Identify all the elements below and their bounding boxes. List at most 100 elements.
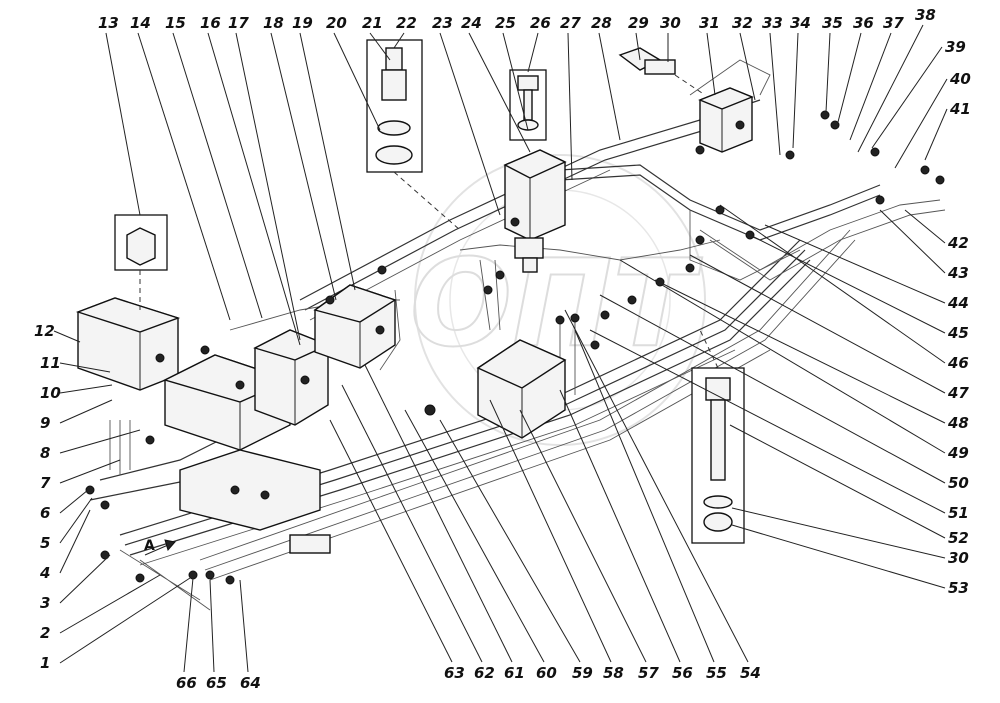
leader-line-17: [235, 32, 301, 341]
callout-26: 26: [530, 14, 551, 32]
leader-line-44: [764, 224, 946, 304]
callout-36: 36: [853, 14, 874, 32]
leader-line-24: [468, 32, 531, 153]
leader-line-59: [439, 419, 581, 663]
callout-30: 30: [948, 549, 969, 567]
callout-53: 53: [948, 579, 969, 597]
leader-line-36: [837, 32, 862, 123]
leader-lines: [53, 24, 948, 673]
callout-51: 51: [948, 504, 969, 522]
callout-66: 66: [176, 674, 197, 692]
callout-40: 40: [949, 70, 971, 88]
callout-38: 38: [915, 6, 936, 24]
component-blocks: [75, 87, 754, 554]
leader-line-31: [706, 32, 716, 96]
leader-line-32: [739, 32, 756, 101]
leader-line-12: [53, 330, 81, 343]
leader-line-28: [598, 32, 621, 141]
callout-8: 8: [40, 444, 50, 462]
leader-line-37: [849, 32, 892, 141]
callout-12: 12: [34, 322, 55, 340]
detail-insets: [114, 39, 745, 544]
callout-5: 5: [40, 534, 50, 552]
callout-4: 4: [39, 564, 50, 582]
leader-line-60: [404, 409, 545, 663]
callout-6: 6: [40, 504, 50, 522]
leader-line-11: [59, 362, 111, 373]
callout-41: 41: [949, 100, 971, 118]
callout-45: 45: [947, 324, 969, 342]
leader-line-3: [59, 554, 111, 604]
leader-line-38: [857, 24, 924, 153]
callout-58: 58: [603, 664, 624, 682]
leader-line-35: [825, 32, 831, 113]
leader-line-66: [183, 577, 194, 673]
leader-line-50: [599, 294, 946, 484]
leader-line-34: [792, 32, 799, 149]
leader-line-47: [689, 254, 946, 394]
leader-line-20: [333, 32, 381, 131]
leader-line-14: [137, 32, 231, 321]
leader-line-25: [502, 32, 529, 131]
callout-32: 32: [732, 14, 753, 32]
leader-line-27: [567, 32, 573, 181]
callout-37: 37: [883, 14, 904, 32]
leader-line-49: [619, 259, 946, 454]
callout-48: 48: [947, 414, 969, 432]
leader-line-61: [364, 364, 513, 663]
leader-line-54: [564, 309, 749, 663]
leader-line-39: [871, 46, 943, 149]
leader-line-41: [924, 108, 948, 161]
leader-line-46: [719, 204, 946, 364]
leader-line-1: [59, 577, 191, 664]
callout-61: 61: [504, 664, 525, 682]
callout-11: 11: [40, 354, 61, 372]
view-arrow-a: A: [144, 538, 176, 556]
leader-line-15: [172, 32, 263, 319]
callout-22: 22: [396, 14, 417, 32]
callout-42: 42: [947, 234, 969, 252]
callout-46: 46: [947, 354, 969, 372]
callout-52: 52: [948, 529, 969, 547]
callout-20: 20: [326, 14, 347, 32]
leader-line-33: [769, 32, 781, 156]
callout-3: 3: [40, 594, 50, 612]
callout-47: 47: [947, 384, 969, 402]
callout-44: 44: [947, 294, 969, 312]
callout-34: 34: [790, 14, 811, 32]
callout-60: 60: [536, 664, 557, 682]
leader-line-58: [489, 399, 612, 663]
callout-63: 63: [444, 664, 465, 682]
leader-line-18: [270, 32, 337, 301]
callout-18: 18: [263, 14, 284, 32]
leader-line-52: [729, 424, 946, 539]
callout-15: 15: [165, 14, 186, 32]
leader-line-13: [105, 32, 141, 216]
leader-line-29: [635, 32, 641, 61]
leader-line-5: [59, 497, 93, 544]
leader-line-30: [731, 507, 946, 559]
callout-65: 65: [206, 674, 227, 692]
leader-line-22: [393, 32, 405, 49]
leader-line-7: [59, 459, 121, 484]
leader-line-64: [239, 579, 249, 673]
leader-line-26: [527, 32, 539, 73]
callout-43: 43: [947, 264, 969, 282]
leader-line-63: [329, 419, 453, 663]
callout-19: 19: [292, 14, 313, 32]
callout-49: 49: [947, 444, 969, 462]
leader-line-65: [209, 579, 215, 673]
callout-33: 33: [762, 14, 783, 32]
callout-59: 59: [572, 664, 593, 682]
callout-56: 56: [672, 664, 693, 682]
leader-line-43: [879, 209, 946, 274]
callout-29: 29: [628, 14, 649, 32]
leader-line-2: [59, 574, 161, 634]
callout-14: 14: [130, 14, 151, 32]
leader-line-42: [904, 209, 946, 244]
callout-55: 55: [706, 664, 727, 682]
leader-line-6: [59, 489, 89, 514]
leader-line-62: [341, 384, 483, 663]
